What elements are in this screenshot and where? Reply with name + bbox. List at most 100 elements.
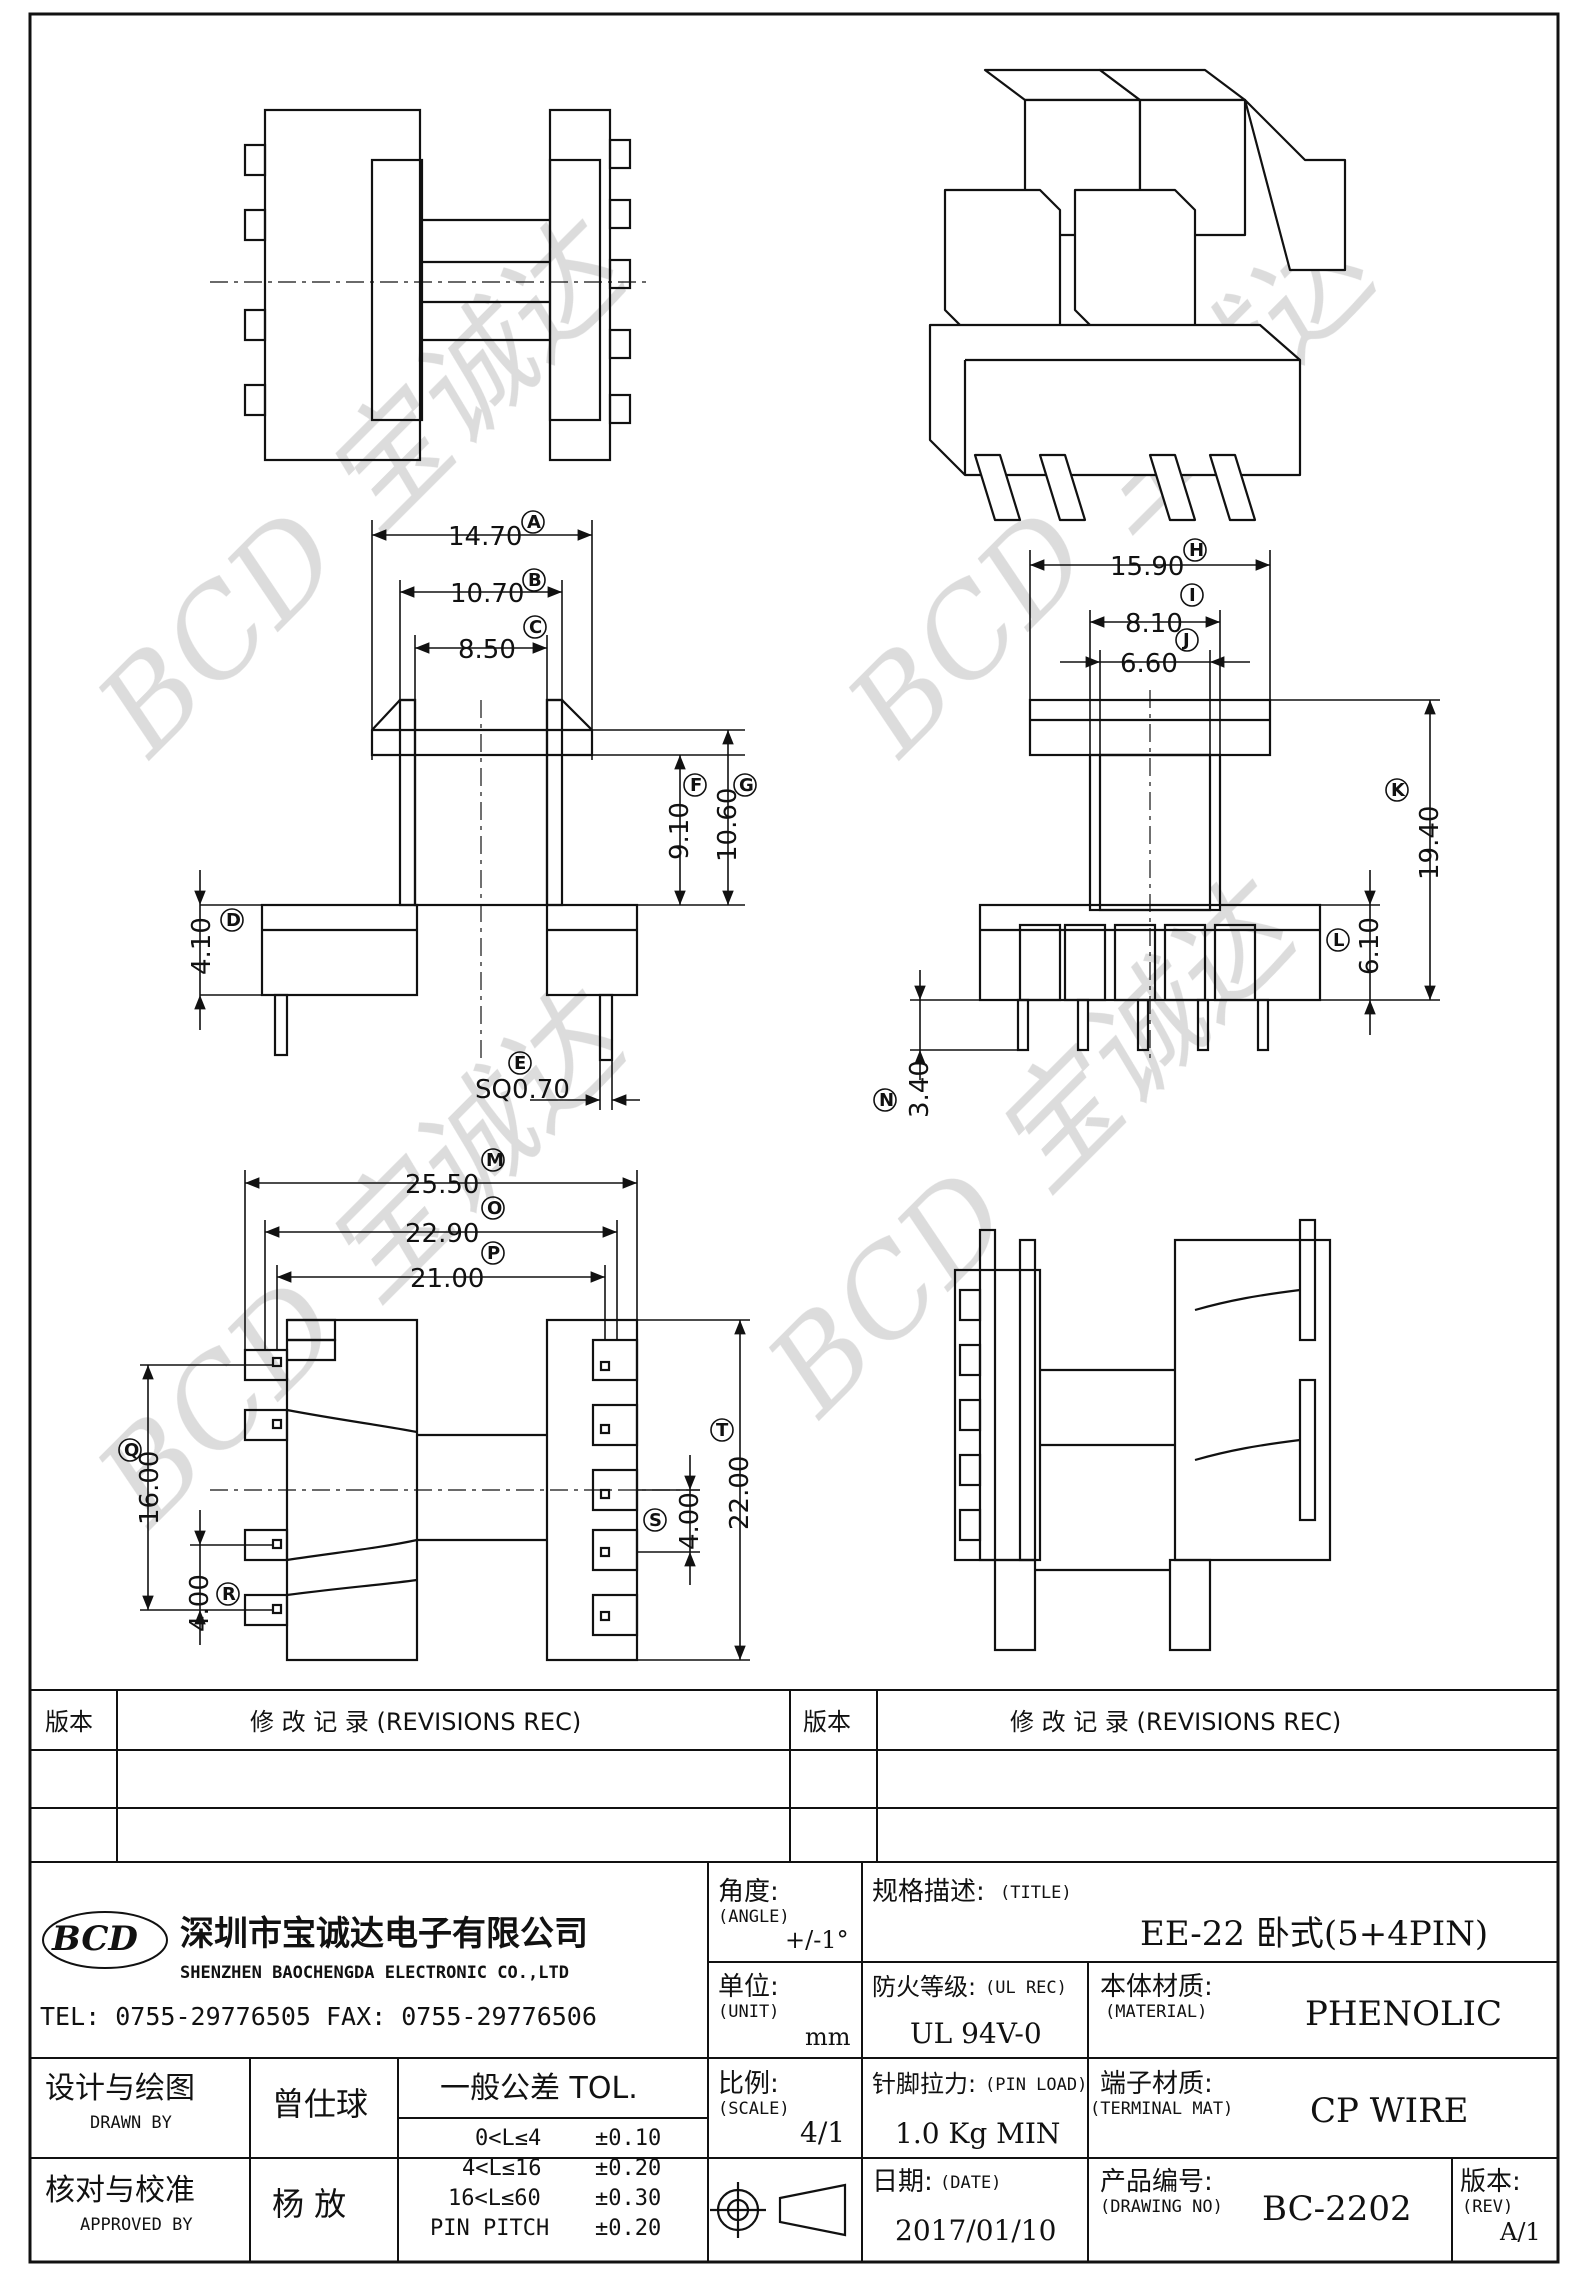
tol-row-3-tol: ±0.20 bbox=[595, 2216, 661, 2241]
angle-label-en: (ANGLE) bbox=[718, 1907, 790, 1927]
terminal-value: CP WIRE bbox=[1310, 2091, 1469, 2131]
dim-h-badge bbox=[1183, 538, 1207, 562]
drawing-no-label-en: (DRAWING NO) bbox=[1100, 2197, 1223, 2217]
scale-label-en: (SCALE) bbox=[718, 2099, 790, 2119]
material-label-en: (MATERIAL) bbox=[1105, 2002, 1207, 2022]
dim-f-value: 9.10 bbox=[665, 802, 695, 860]
dim-k-badge bbox=[1385, 778, 1409, 802]
tol-row-2-tol: ±0.30 bbox=[595, 2186, 661, 2211]
dim-n-value: 3.40 bbox=[905, 1060, 935, 1118]
dim-r-label: R bbox=[222, 1584, 236, 1605]
rev-label: 版本: bbox=[1460, 2167, 1521, 2197]
dim-d-value: 4.10 bbox=[187, 917, 217, 975]
dim-r-badge bbox=[216, 1582, 240, 1606]
dim-f-badge bbox=[683, 773, 707, 797]
rev-col-version-left: 版本 bbox=[45, 1708, 93, 1736]
dim-o-value: 22.90 bbox=[405, 1219, 479, 1249]
tol-row-2-range: 16<L≤60 bbox=[448, 2186, 541, 2211]
dim-b-label: B bbox=[528, 570, 542, 591]
approved-value: 杨 放 bbox=[272, 2185, 346, 2223]
projection-symbol-icon bbox=[710, 2182, 847, 2238]
rev-col-record-left: 修 改 记 录 (REVISIONS REC) bbox=[250, 1708, 581, 1736]
terminal-label: 端子材质: bbox=[1100, 2069, 1213, 2099]
fire-label-en: (UL REC) bbox=[985, 1978, 1067, 1998]
fire-value: UL 94V-0 bbox=[910, 2017, 1042, 2050]
unit-value: mm bbox=[805, 2023, 851, 2051]
pinload-label: 针脚拉力: bbox=[872, 2070, 976, 2098]
title-block-grid bbox=[30, 1862, 1558, 2262]
dim-s-label: S bbox=[649, 1510, 662, 1531]
rev-label-en: (REV) bbox=[1462, 2197, 1513, 2217]
unit-label: 单位: bbox=[718, 1972, 779, 2002]
dim-c-value: 8.50 bbox=[458, 635, 516, 665]
dim-d-badge bbox=[220, 908, 244, 932]
dim-p-badge bbox=[481, 1241, 505, 1265]
dim-c-badge bbox=[523, 615, 547, 639]
dim-s-value: 4.00 bbox=[675, 1492, 705, 1550]
dim-j-badge bbox=[1175, 628, 1199, 652]
title-label: 规格描述: bbox=[872, 1877, 985, 1907]
dim-o-label: O bbox=[487, 1198, 502, 1219]
dim-m-badge bbox=[481, 1148, 505, 1172]
isometric-view bbox=[928, 68, 1347, 522]
dim-e-label: E bbox=[514, 1053, 526, 1074]
front-view bbox=[260, 698, 639, 1062]
tol-row-0-tol: ±0.10 bbox=[595, 2126, 661, 2151]
dim-c-label: C bbox=[529, 617, 542, 638]
drawing-no-label: 产品编号: bbox=[1100, 2167, 1213, 2197]
dim-j-label: J bbox=[1181, 630, 1190, 651]
dim-a-value: 14.70 bbox=[448, 522, 522, 552]
dim-q-label: Q bbox=[124, 1440, 139, 1461]
dim-h-label: H bbox=[1189, 540, 1204, 561]
dimension-texts: 14.70 A 10.70 B 8.50 C 9.10 F 10.60 G 4.… bbox=[118, 510, 1445, 1632]
material-value: PHENOLIC bbox=[1305, 1994, 1502, 2034]
drawn-value: 曾仕球 bbox=[272, 2085, 368, 2123]
watermark-1: BCD 宝诚达 bbox=[71, 195, 658, 782]
dim-q-badge bbox=[118, 1438, 142, 1462]
drawing-no-value: BC-2202 bbox=[1262, 2189, 1412, 2229]
dim-p-value: 21.00 bbox=[410, 1264, 484, 1294]
date-label-en: (DATE) bbox=[940, 2173, 1001, 2193]
dim-p-label: P bbox=[487, 1243, 500, 1264]
top-view bbox=[210, 108, 650, 462]
dim-s-badge bbox=[643, 1508, 667, 1532]
side-view bbox=[978, 690, 1322, 1060]
rev-col-version-right: 版本 bbox=[803, 1708, 851, 1736]
dim-q-value: 16.00 bbox=[135, 1451, 165, 1525]
dim-l-value: 6.10 bbox=[1355, 917, 1385, 975]
dim-m-value: 25.50 bbox=[405, 1170, 479, 1200]
unit-label-en: (UNIT) bbox=[718, 2002, 779, 2022]
dim-j-value: 6.60 bbox=[1120, 649, 1178, 679]
dim-m-label: M bbox=[486, 1150, 504, 1171]
dim-a-label: A bbox=[527, 512, 541, 533]
fire-label: 防火等级: bbox=[872, 1973, 976, 2001]
dim-a-badge bbox=[521, 510, 545, 534]
end-view bbox=[953, 1218, 1332, 1652]
tol-label: 一般公差 TOL. bbox=[440, 2071, 638, 2106]
tol-row-1-tol: ±0.20 bbox=[595, 2156, 661, 2181]
title-label-en: (TITLE) bbox=[1000, 1883, 1072, 1903]
dim-b-badge bbox=[522, 568, 546, 592]
dim-b-value: 10.70 bbox=[450, 579, 524, 609]
pinload-label-en: (PIN LOAD) bbox=[985, 2075, 1087, 2095]
date-value: 2017/01/10 bbox=[895, 2214, 1056, 2247]
date-label: 日期: bbox=[872, 2167, 933, 2197]
dim-f-label: F bbox=[690, 775, 702, 796]
material-label: 本体材质: bbox=[1100, 1972, 1213, 2002]
company-contact: TEL: 0755-29776505 FAX: 0755-29776506 bbox=[40, 2002, 597, 2031]
company-name-en: SHENZHEN BAOCHENGDA ELECTRONIC CO.,LTD bbox=[180, 1963, 569, 1983]
dim-g-value: 10.60 bbox=[713, 788, 743, 862]
tol-row-1-range: 4<L≤16 bbox=[462, 2156, 541, 2181]
dim-n-label: N bbox=[879, 1090, 894, 1111]
dim-e-badge bbox=[508, 1051, 532, 1075]
approved-label: 核对与校准 bbox=[45, 2173, 195, 2208]
dim-n-badge bbox=[873, 1088, 897, 1112]
scale-value: 4/1 bbox=[800, 2116, 845, 2149]
scale-label: 比例: bbox=[718, 2069, 779, 2099]
rev-value: A/1 bbox=[1499, 2218, 1541, 2246]
dim-g-label: G bbox=[739, 775, 754, 796]
dim-l-badge bbox=[1326, 928, 1350, 952]
dim-t-badge bbox=[710, 1418, 734, 1442]
dim-e-value: SQ0.70 bbox=[475, 1075, 570, 1105]
